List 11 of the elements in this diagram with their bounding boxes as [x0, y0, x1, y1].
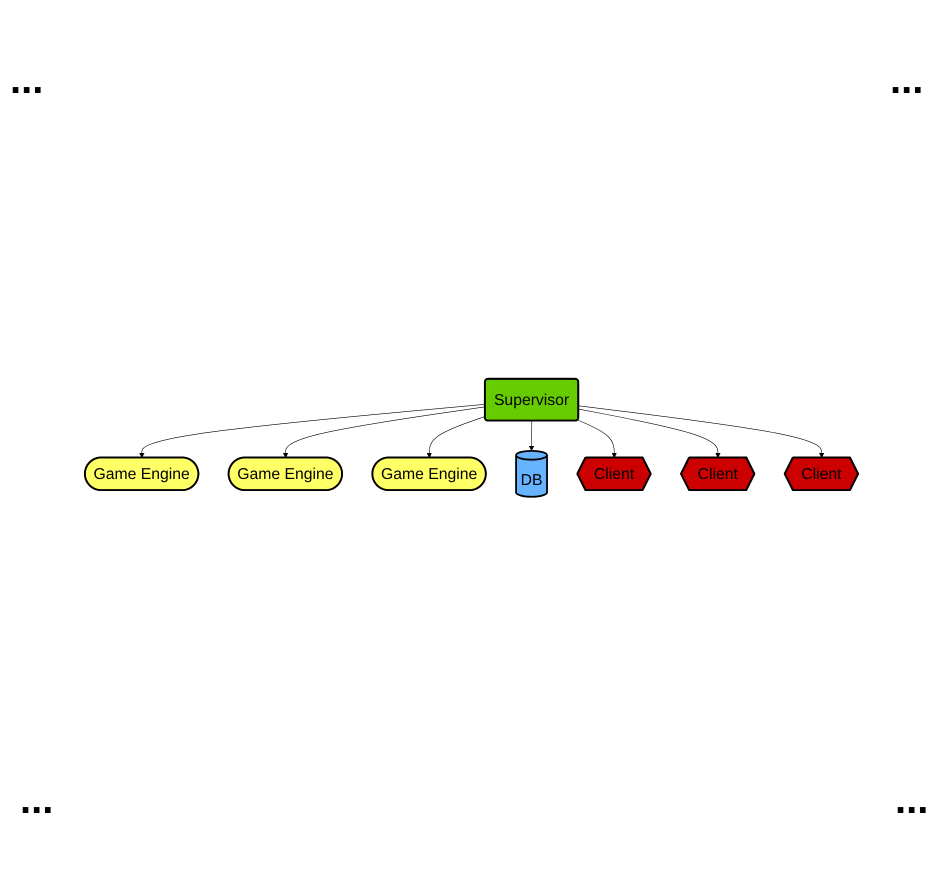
arrow [577, 420, 617, 458]
arrow [139, 404, 486, 458]
arrow [426, 416, 486, 458]
ellipsis-mark: ... [20, 780, 54, 820]
ellipsis-mark: ... [895, 780, 928, 820]
ellipsis-mark: ... [890, 60, 924, 100]
ellipsis-mark: ... [10, 60, 44, 100]
arrow [578, 406, 824, 458]
arrow [528, 420, 534, 452]
arrow [578, 408, 721, 458]
arrow [282, 406, 486, 458]
